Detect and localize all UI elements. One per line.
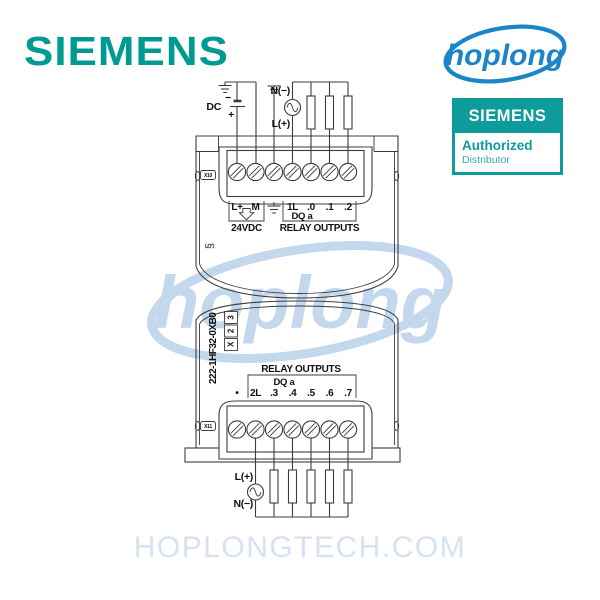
load-icon — [343, 469, 353, 504]
badge-authorized: Authorized — [462, 138, 533, 153]
voltage-label: 24VDC — [231, 223, 262, 234]
bottom-module: 222-1HF32-0XB0 3 2 X RELAY OUTPUTS DQ a … — [184, 300, 401, 463]
line-label-top: L(+) — [272, 118, 290, 130]
connector-box-label: 3 — [227, 315, 236, 320]
functional-earth-wire — [266, 85, 282, 163]
terminal-label: L+ — [231, 202, 243, 213]
terminal-label: .7 — [344, 388, 352, 399]
earth-terminal-icon — [266, 202, 282, 214]
port-tag-x10: X10 — [200, 170, 216, 180]
neutral-label-top: N(−) — [270, 85, 290, 97]
load-icon — [324, 469, 335, 504]
load-icon — [287, 469, 298, 504]
connector-box-label: X — [227, 341, 236, 347]
terminal-label: .6 — [326, 388, 334, 399]
part-number: 222-1HF32-0XB0 — [208, 312, 219, 384]
load-icon — [306, 95, 316, 130]
relay-outputs-label-bottom: RELAY OUTPUTS — [261, 364, 341, 375]
hoplong-watermark-ellipse-icon — [147, 241, 453, 363]
dc-supply: DC − + — [206, 81, 257, 163]
siemens-logo: SIEMENS — [24, 28, 229, 74]
plus-label: + — [228, 109, 234, 121]
rail-clip-left-icon — [194, 171, 201, 181]
badge-distributor: Distributor — [462, 154, 510, 166]
terminal-label: .3 — [270, 388, 278, 399]
badge-brand: SIEMENS — [455, 101, 560, 133]
terminal-label: M — [251, 202, 259, 213]
terminal-label: 2L — [250, 388, 261, 399]
port-tag-x11: X11 — [200, 421, 216, 431]
hoplong-ellipse-icon — [443, 24, 567, 84]
terminal-label: .4 — [289, 388, 297, 399]
terminal-label: .5 — [307, 388, 315, 399]
terminal-label: .2 — [344, 202, 352, 213]
watermark-text: hoplong — [154, 261, 446, 344]
load-icon — [306, 469, 316, 504]
terminal-label: .0 — [307, 202, 315, 213]
terminal-label: .1 — [326, 202, 334, 213]
no-connection-bullet: • — [235, 388, 239, 399]
relay-outputs-label-top: RELAY OUTPUTS — [280, 223, 360, 234]
load-icon — [269, 469, 279, 504]
top-module: X10 § — [194, 135, 400, 299]
connector-boxes: 3 2 X — [224, 311, 238, 351]
terminal-label: 1L — [287, 202, 298, 213]
hoplong-logo: hoplong — [443, 24, 567, 84]
neutral-label-bottom: N(−) — [233, 498, 253, 510]
website-watermark: HOPLONGTECH.COM — [133, 531, 467, 564]
dc-label: DC — [206, 101, 221, 113]
authorized-distributor-badge: SIEMENS Authorized Distributor — [452, 98, 563, 175]
arrow-down-icon — [238, 208, 255, 221]
hoplong-logo-text: hoplong — [446, 39, 564, 72]
badge-text: Authorized Distributor — [455, 133, 560, 172]
rail-clip-left-icon — [194, 421, 201, 431]
dq-label-top: DQ a — [292, 211, 314, 222]
dq-label-bottom: DQ a — [274, 377, 296, 388]
bottom-terminal-labels: 2L .3 .4 .5 .6 .7 — [250, 388, 353, 399]
connector-box-label: 2 — [227, 328, 236, 333]
line-label-bottom: L(+) — [235, 471, 253, 483]
grounding-screw-icon: § — [204, 243, 216, 249]
port-label-x11: X11 — [204, 424, 212, 430]
rail-clip-right-icon — [393, 421, 400, 431]
load-icon — [324, 95, 335, 130]
port-label-x10: X10 — [204, 173, 213, 179]
minus-label: − — [225, 92, 231, 104]
ac-load-circuit-bottom: L(+) N(−) — [233, 438, 353, 518]
load-icon — [343, 95, 353, 130]
ac-load-circuit-top: N(−) L(+) — [270, 81, 353, 163]
top-terminal-labels: L+ M 1L .0 .1 .2 24VDC DQ a RELAY OUTPUT… — [228, 201, 360, 234]
rail-clip-right-icon — [393, 171, 400, 181]
